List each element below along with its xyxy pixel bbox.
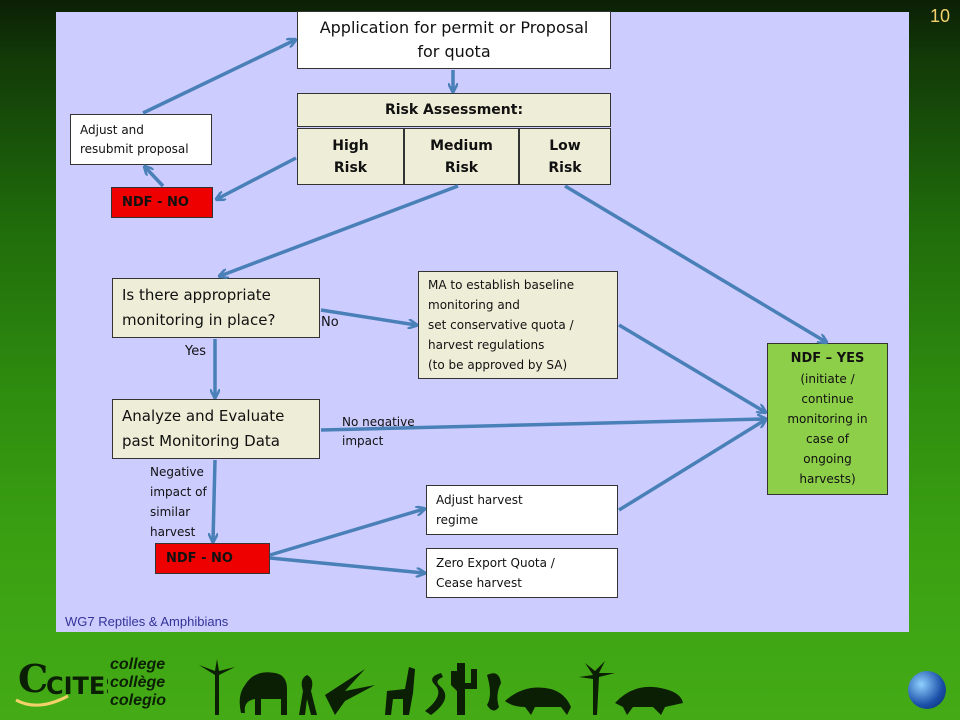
adjust-resubmit-line1: Adjust and — [80, 122, 144, 137]
monitoring-question-line1: Is there appropriate — [122, 286, 271, 304]
college-line3: colegio — [110, 692, 167, 709]
ma-baseline-box: MA to establish baseline monitoring and … — [418, 271, 618, 379]
adjust-resubmit-line2: resubmit proposal — [80, 141, 189, 156]
ma-baseline-line5: (to be approved by SA) — [428, 358, 568, 372]
negative-impact-line2: impact of — [150, 485, 207, 499]
slide-number: 10 — [929, 6, 950, 26]
wildlife-silhouettes — [199, 659, 683, 715]
ndf-yes-line4: case of — [806, 432, 849, 446]
risk-medium-line1: Medium — [430, 137, 493, 154]
ma-baseline-line3: set conservative quota / — [428, 318, 574, 332]
risk-medium-line2: Risk — [444, 159, 479, 176]
college-line2: collège — [110, 674, 166, 691]
ndf-yes-line5: ongoing — [803, 452, 852, 466]
elephant-silhouette — [239, 672, 287, 715]
ma-baseline-line1: MA to establish baseline — [428, 278, 575, 292]
analyze-line1: Analyze and Evaluate — [122, 407, 285, 425]
seahorse-silhouette — [487, 673, 501, 711]
svg-text:C: C — [18, 656, 48, 701]
risk-medium-cell: Medium Risk — [404, 128, 519, 185]
palm-silhouette — [579, 661, 615, 715]
bird-silhouette — [325, 669, 375, 715]
zero-export-box: Zero Export Quota / Cease harvest — [426, 548, 618, 598]
zero-export-line1: Zero Export Quota / — [436, 556, 555, 570]
ndf-yes-line2: continue — [801, 392, 854, 406]
negative-impact-label: Negative impact of similar harvest — [150, 462, 207, 542]
monitoring-question-box: Is there appropriate monitoring in place… — [112, 278, 320, 338]
risk-low-cell: Low Risk — [519, 128, 611, 185]
anteater-silhouette — [505, 687, 571, 715]
analyze-box: Analyze and Evaluate past Monitoring Dat… — [112, 399, 320, 459]
adjust-harvest-line2: regime — [436, 513, 479, 527]
no-negative-line2: impact — [342, 434, 384, 448]
negative-impact-line4: harvest — [150, 525, 196, 539]
ma-baseline-line4: harvest regulations — [428, 338, 545, 352]
adjust-resubmit-box: Adjust and resubmit proposal — [70, 114, 212, 165]
label-no: No — [321, 315, 339, 330]
ndf-no-top-label: NDF - NO — [122, 195, 189, 210]
turtle-silhouette — [615, 686, 683, 715]
risk-low-line1: Low — [549, 137, 581, 154]
tree-silhouette — [199, 659, 235, 715]
ndf-no-top-box: NDF - NO — [111, 187, 213, 218]
risk-assessment-label: Risk Assessment: — [384, 102, 524, 118]
risk-low-line2: Risk — [548, 159, 582, 176]
ndf-yes-line6: harvests) — [799, 472, 856, 486]
ndf-no-bottom-box: NDF - NO — [155, 543, 270, 574]
adjust-harvest-box: Adjust harvest regime — [426, 485, 618, 535]
zero-export-line2: Cease harvest — [436, 576, 522, 590]
cites-logo-text: CITES — [46, 672, 108, 700]
negative-impact-line1: Negative — [150, 465, 204, 479]
application-box: Application for permit or Proposal for q… — [297, 11, 611, 69]
analyze-line2: past Monitoring Data — [122, 432, 280, 450]
risk-high-line2: Risk — [333, 159, 368, 176]
monitoring-question-line2: monitoring in place? — [122, 311, 276, 329]
ndf-yes-box: NDF – YES (initiate / continue monitorin… — [767, 343, 888, 495]
risk-high-line1: High — [332, 137, 369, 154]
globe-icon — [908, 671, 946, 709]
snake-silhouette — [425, 673, 446, 715]
no-negative-line1: No negative — [342, 415, 415, 429]
ndf-yes-line3: monitoring in — [787, 412, 868, 426]
negative-impact-line3: similar — [150, 505, 191, 519]
ndf-yes-title: NDF – YES — [790, 351, 865, 366]
cites-logo: C CITES — [15, 656, 108, 707]
adjust-harvest-line1: Adjust harvest — [436, 493, 523, 507]
no-negative-impact-label: No negative impact — [342, 413, 415, 451]
ndf-yes-line1: (initiate / — [800, 372, 855, 386]
label-yes: Yes — [185, 344, 206, 359]
camelid-silhouette — [385, 667, 415, 715]
cactus-silhouette — [451, 663, 477, 715]
ma-baseline-line2: monitoring and — [428, 298, 520, 312]
risk-high-cell: High Risk — [297, 128, 404, 185]
primate-silhouette — [299, 675, 317, 715]
college-label: college collège colegio — [110, 656, 166, 710]
ndf-no-bottom-label: NDF - NO — [166, 551, 233, 566]
college-line1: college — [110, 656, 166, 673]
footer-label: WG7 Reptiles & Amphibians — [65, 614, 229, 629]
risk-assessment-header: Risk Assessment: — [297, 93, 611, 127]
application-text: Application for permit or Proposal for q… — [319, 18, 589, 61]
